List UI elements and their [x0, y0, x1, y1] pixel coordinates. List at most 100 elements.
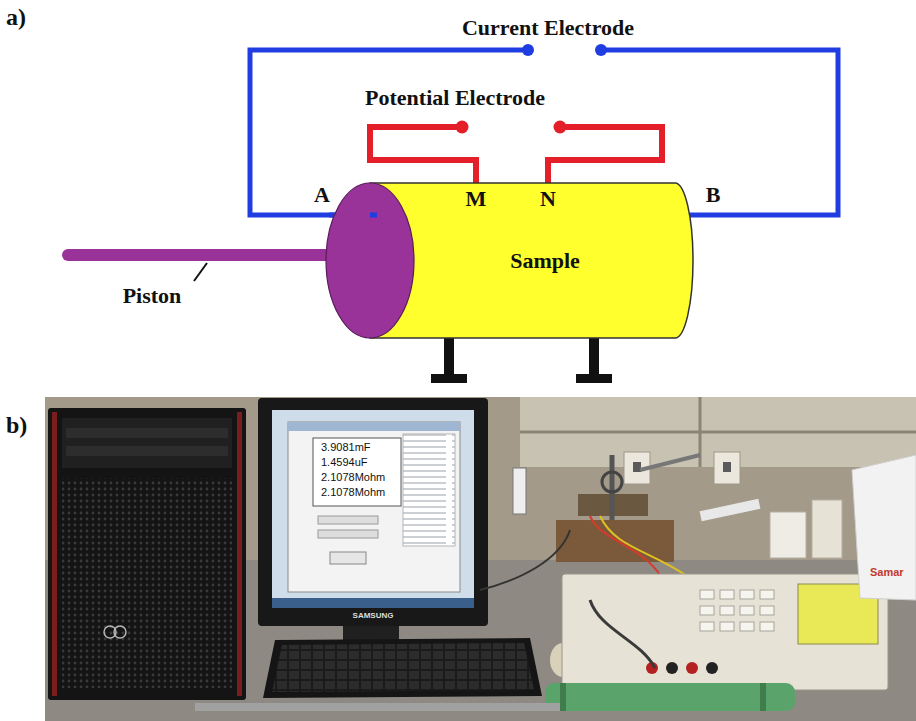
- screen-reading: 2.1078Mohm: [321, 471, 385, 484]
- sample-stand: [589, 336, 599, 376]
- wall-socket: [633, 462, 641, 472]
- bag-print: Samar: [870, 566, 904, 579]
- computer-tower: [48, 408, 246, 700]
- wall-socket: [723, 462, 731, 472]
- computer-monitor: [403, 434, 455, 546]
- screen-reading: 3.9081mF: [321, 441, 371, 454]
- green-pipe: [545, 683, 795, 711]
- electrode-label: Potential Electrode: [365, 85, 545, 110]
- computer-tower: [114, 626, 126, 638]
- point-label: N: [540, 186, 556, 211]
- sample-stand: [431, 374, 467, 383]
- computer-tower: [62, 478, 232, 688]
- test-apparatus: [513, 468, 526, 514]
- point-label: M: [466, 186, 487, 211]
- point-label: A: [314, 182, 330, 207]
- panel-letter: a): [6, 4, 26, 32]
- lab-jars: [700, 499, 761, 521]
- potential-electrode-wire: [548, 127, 662, 184]
- test-apparatus: [610, 455, 615, 520]
- bag: [852, 455, 916, 600]
- computer-tower: [52, 412, 57, 696]
- keyboard: [263, 638, 542, 698]
- computer-monitor: [272, 410, 474, 608]
- metal-rod: [195, 703, 560, 711]
- green-pipe: [760, 683, 766, 711]
- lcr-meter: [700, 606, 714, 615]
- green-pipe: [560, 683, 566, 711]
- computer-monitor: [288, 422, 460, 431]
- lcr-meter: [760, 606, 774, 615]
- computer-tower: [237, 412, 242, 696]
- lcr-meter: [740, 622, 754, 631]
- computer-tower: [48, 408, 246, 700]
- lcr-meter: [740, 590, 754, 599]
- lab-photo-background: [45, 397, 916, 721]
- screen-reading: 1.4594uF: [321, 456, 367, 469]
- lab-jars: [770, 512, 806, 558]
- sample-stand: [576, 374, 612, 383]
- computer-monitor: [258, 398, 488, 640]
- lab-photo-background: [520, 431, 916, 434]
- lab-photo-background: [45, 397, 916, 721]
- lcr-meter: [666, 662, 678, 674]
- lcr-meter: [720, 590, 734, 599]
- wall-socket: [714, 452, 740, 484]
- sample-cylinder: Sample: [325, 182, 695, 339]
- lcr-meter: [562, 574, 888, 690]
- sample-stand: [444, 336, 454, 376]
- piston-rod: [68, 255, 345, 256]
- sample-cylinder: [325, 182, 695, 339]
- computer-monitor: [318, 530, 378, 538]
- computer-tower: [66, 446, 228, 456]
- metal-rod: [195, 703, 560, 711]
- lcr-meter: [700, 622, 714, 631]
- wall-socket: [624, 452, 740, 484]
- test-apparatus: [590, 516, 660, 575]
- lcr-meter: [720, 622, 734, 631]
- computer-monitor: [272, 598, 474, 608]
- leader-line: [194, 263, 207, 281]
- sample-stand: [431, 336, 612, 383]
- potential-electrode-wire: [370, 121, 662, 185]
- lcr-meter: [720, 606, 734, 615]
- cylinder-body: [370, 183, 693, 338]
- test-apparatus: [602, 472, 622, 492]
- lcr-meter: [706, 662, 718, 674]
- green-pipe: [545, 683, 795, 711]
- part-label: Piston: [123, 283, 182, 308]
- lab-jars: [700, 499, 842, 558]
- node-label: Sample: [510, 248, 580, 274]
- leader-line: [194, 263, 207, 281]
- computer-tower: [62, 418, 232, 468]
- lcr-meter: [760, 590, 774, 599]
- lcr-meter: [590, 600, 655, 668]
- panel-letter: b): [6, 412, 27, 440]
- lcr-meter: [562, 574, 888, 690]
- piston-head: [326, 183, 414, 338]
- potential-electrode-wire: [456, 121, 469, 134]
- current-electrode-wire: [522, 44, 534, 56]
- keyboard: [272, 643, 534, 692]
- test-apparatus: [640, 455, 700, 470]
- lcr-meter: [740, 606, 754, 615]
- lcr-meter: [700, 590, 714, 599]
- computer-monitor: [343, 626, 399, 640]
- current-electrode-wire: [370, 213, 377, 218]
- computer-monitor: [258, 398, 488, 626]
- lcr-meter: [686, 662, 698, 674]
- test-apparatus: [480, 530, 570, 590]
- potential-electrode-wire: [554, 121, 567, 134]
- piston-rod: [68, 249, 345, 261]
- bag: [852, 455, 916, 600]
- keyboard: [263, 638, 542, 698]
- current-electrode-wire: [250, 44, 838, 215]
- point-label: B: [706, 182, 721, 207]
- lcr-meter: [700, 590, 774, 631]
- computer-monitor: [313, 438, 401, 506]
- potential-electrode-wire: [370, 127, 476, 184]
- lab-jars: [812, 500, 842, 558]
- computer-tower: [66, 428, 228, 438]
- computer-monitor: [330, 552, 366, 564]
